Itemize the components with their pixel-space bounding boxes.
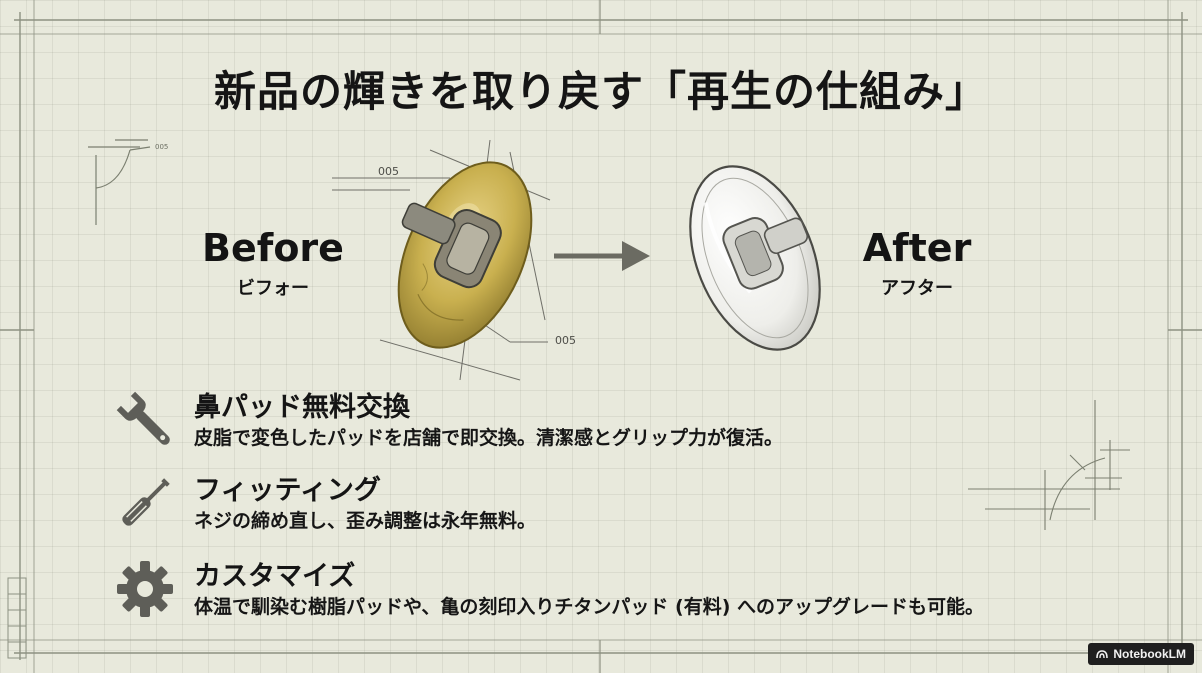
top-dimension-label: 005	[378, 165, 399, 178]
old-nose-pad-illustration: 005 005	[332, 139, 576, 381]
watermark-text: NotebookLM	[1113, 647, 1186, 661]
feature-title: フィッティング	[194, 475, 381, 506]
feature-description: 皮脂で変色したパッドを店舗で即交換。清潔感とグリップ力が復活。	[194, 427, 784, 449]
arrow-icon	[554, 241, 650, 271]
wrench-icon	[116, 391, 170, 445]
feature-description: ネジの締め直し、歪み調整は永年無料。	[194, 510, 537, 532]
before-label: Before	[202, 226, 344, 270]
screwdriver-icon	[122, 478, 170, 526]
corner-dimension-label: 005	[155, 143, 168, 151]
feature-title: 鼻パッド無料交換	[194, 392, 410, 423]
bottom-dimension-label: 005	[555, 334, 576, 347]
feature-fitting: フィッティング ネジの締め直し、歪み調整は永年無料。	[112, 468, 1012, 538]
feature-free-pad-exchange: 鼻パッド無料交換 皮脂で変色したパッドを店舗で即交換。清潔感とグリップ力が復活。	[112, 385, 1012, 455]
slide-title: 新品の輝きを取り戻す「再生の仕組み」	[213, 67, 988, 116]
after-sublabel: アフター	[881, 278, 953, 299]
feature-description: 体温で馴染む樹脂パッドや、亀の刻印入りチタンパッド (有料) へのアップグレード…	[194, 596, 985, 618]
new-nose-pad-illustration	[689, 165, 821, 351]
feature-title: カスタマイズ	[194, 561, 356, 592]
notebooklm-logo-icon	[1096, 650, 1109, 659]
gear-icon	[117, 561, 173, 617]
before-sublabel: ビフォー	[237, 278, 309, 299]
feature-customize: カスタマイズ 体温で馴染む樹脂パッドや、亀の刻印入りチタンパッド (有料) への…	[112, 554, 1122, 624]
notebooklm-watermark: NotebookLM	[1088, 643, 1194, 665]
after-label: After	[862, 226, 972, 270]
